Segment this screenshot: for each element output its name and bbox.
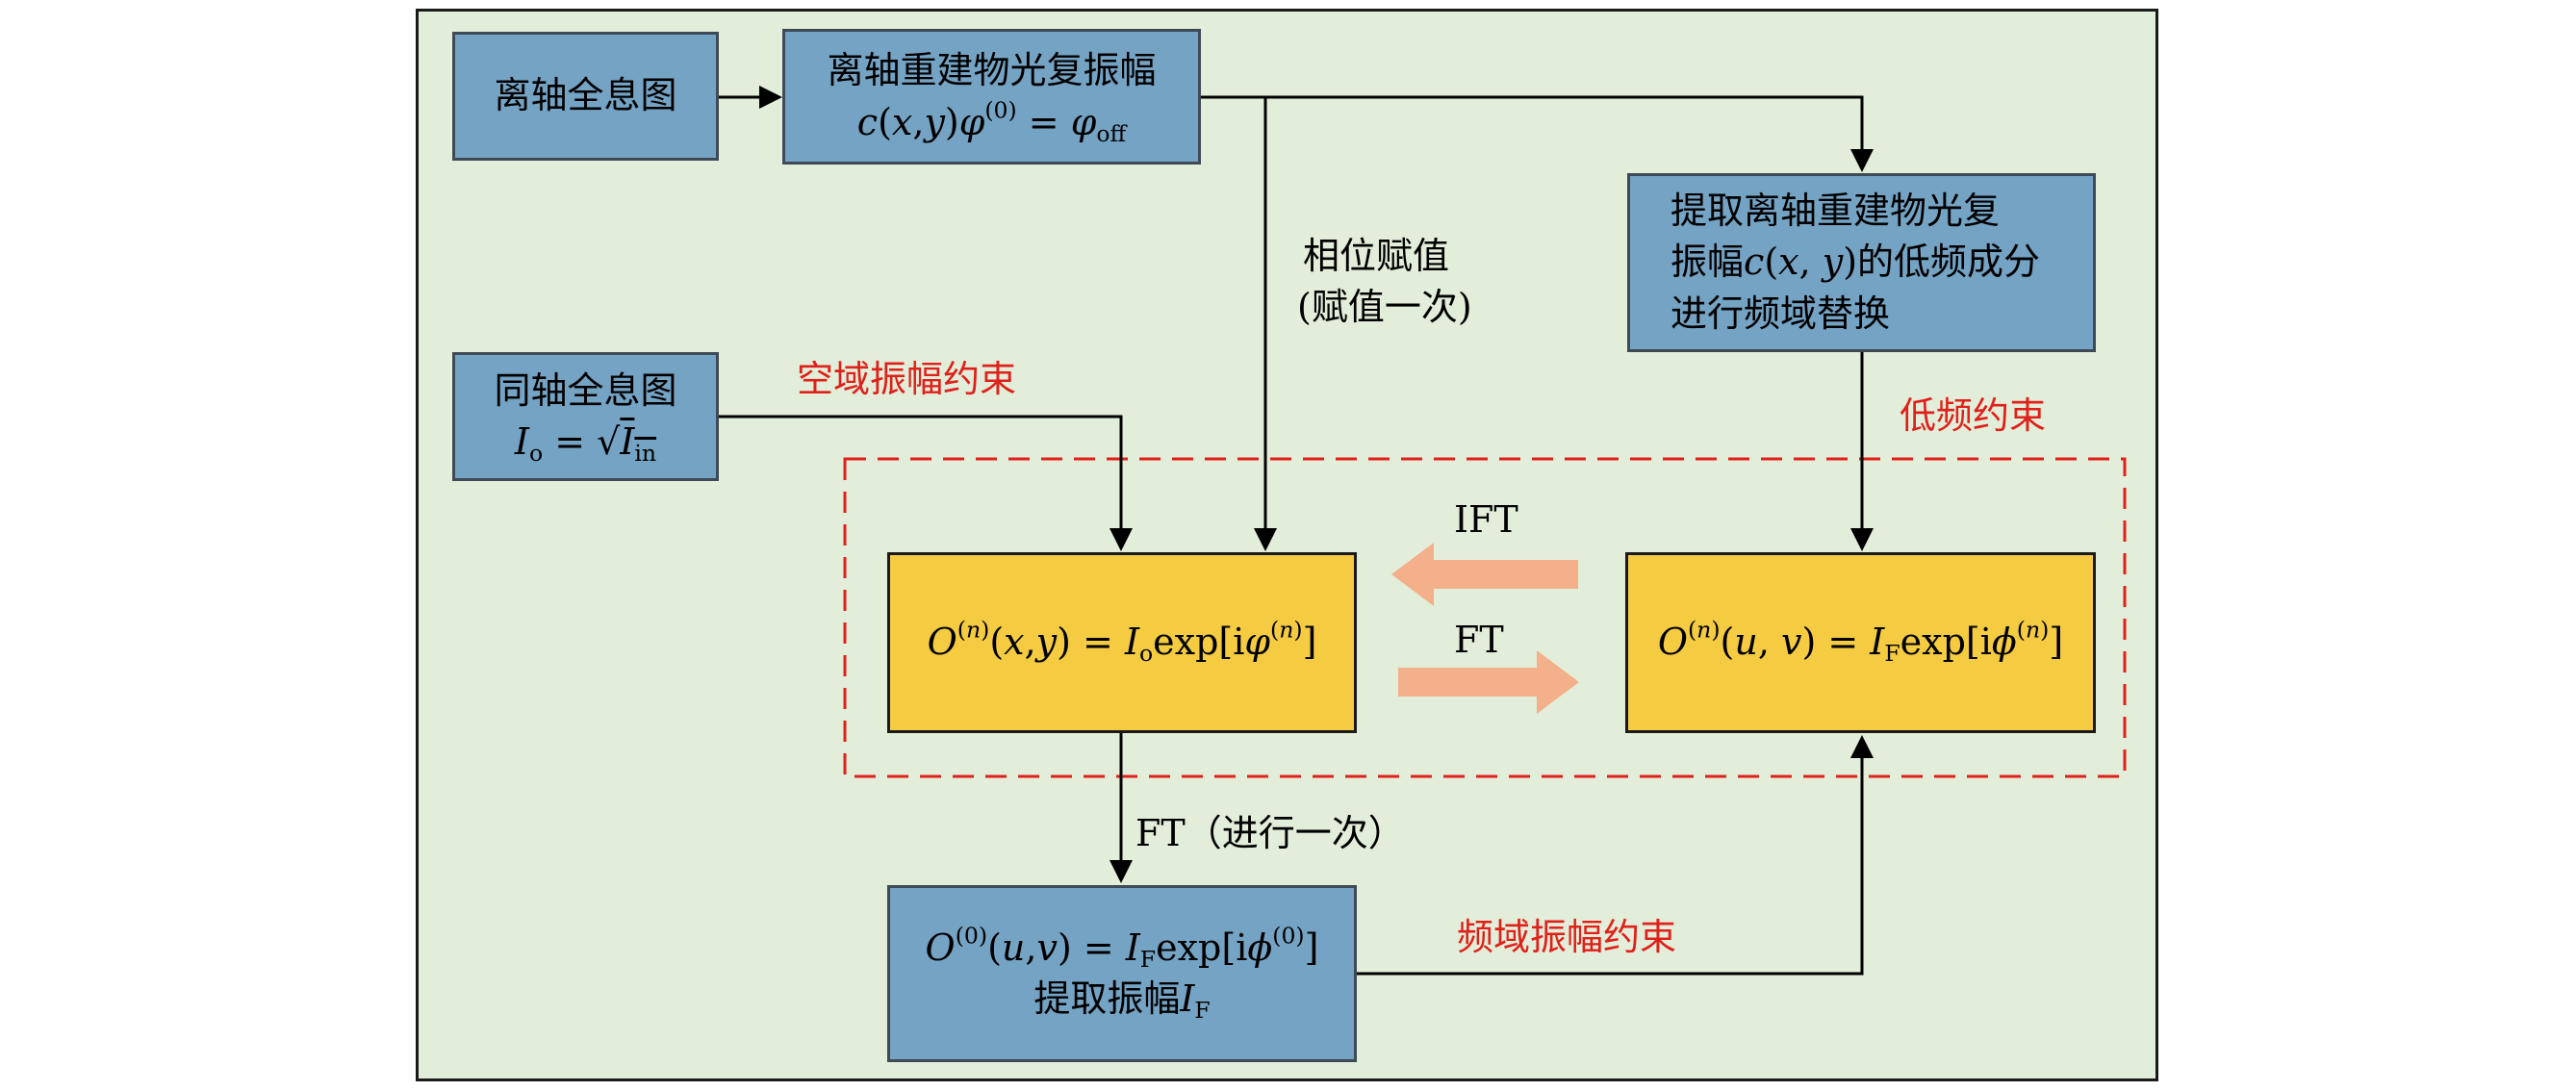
extract-lowfreq-line2: 振幅c(x, y)的低频成分	[1671, 241, 2041, 284]
arrow-inline-to-spatial	[719, 415, 1133, 551]
initial-spectrum-line2: 提取振幅IF	[1033, 977, 1211, 1025]
constraint-region	[843, 457, 2127, 778]
ft-label: FT	[1454, 619, 1504, 661]
arrow-reconstruct-to-extract	[1201, 95, 1874, 172]
spatial-constraint-label: 空域振幅约束	[797, 358, 1017, 400]
ft-once-label: FT（进行一次）	[1135, 812, 1405, 854]
initial-spectrum-formula: O(0)(u,v) = IFexp[iϕ(0)]	[925, 922, 1319, 973]
lowfreq-constraint-label: 低频约束	[1900, 394, 2047, 437]
inline-hologram-label: 同轴全息图	[494, 368, 677, 412]
extract-lowfreq-line3: 进行频域替换	[1671, 292, 1891, 335]
phase-assign-label: 相位赋值 (赋值一次)	[1297, 235, 1472, 329]
spatial-domain-box: O(n)(x,y) = Ioexp[iφ(n)]	[887, 552, 1357, 733]
offaxis-hologram-box: 离轴全息图	[452, 32, 719, 161]
ift-arrow	[1391, 543, 1578, 606]
offaxis-reconstruct-box: 离轴重建物光复振幅 c(x,y)φ(0) = φoff	[782, 29, 1201, 165]
freq-constraint-label: 频域振幅约束	[1457, 916, 1677, 958]
offaxis-hologram-label: 离轴全息图	[494, 74, 677, 117]
spatial-domain-formula: O(n)(x,y) = Ioexp[iφ(n)]	[927, 616, 1317, 668]
inline-hologram-box: 同轴全息图 Io = √Iin	[452, 352, 719, 481]
extract-lowfreq-box: 提取离轴重建物光复 振幅c(x, y)的低频成分 进行频域替换	[1627, 173, 2096, 352]
offaxis-reconstruct-formula: c(x,y)φ(0) = φoff	[856, 95, 1127, 147]
frequency-domain-formula: O(n)(u, v) = IFexp[iϕ(n)]	[1657, 616, 2064, 668]
initial-spectrum-box: O(0)(u,v) = IFexp[iϕ(0)] 提取振幅IF	[887, 885, 1357, 1062]
frequency-domain-box: O(n)(u, v) = IFexp[iϕ(n)]	[1625, 552, 2096, 733]
arrow-initial-to-frequency	[1357, 735, 1874, 976]
ft-arrow	[1398, 650, 1579, 714]
inline-hologram-formula: Io = √Iin	[514, 420, 657, 468]
ift-label: IFT	[1454, 498, 1518, 541]
extract-lowfreq-line1: 提取离轴重建物光复	[1671, 190, 2001, 233]
offaxis-reconstruct-label: 离轴重建物光复振幅	[827, 49, 1157, 92]
